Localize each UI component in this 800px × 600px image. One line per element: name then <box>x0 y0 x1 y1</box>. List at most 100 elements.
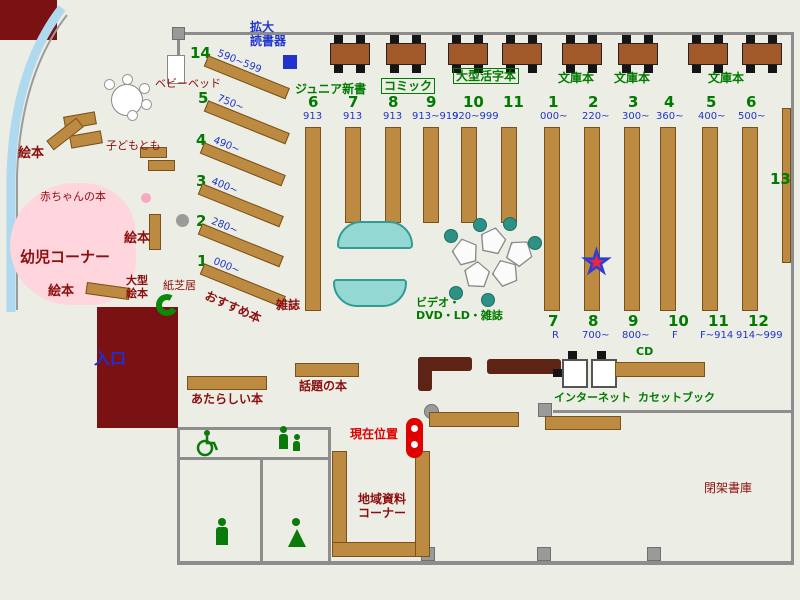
magnifier-device-icon <box>283 55 297 69</box>
pillar <box>537 547 551 561</box>
label-toddler-corner: 幼児コーナー <box>20 248 111 266</box>
cassette-shelf <box>615 362 705 377</box>
label-bunko-3: 文庫本 <box>708 71 745 85</box>
shelf-a7-number: 7 <box>348 93 359 111</box>
shelf-mid <box>429 412 519 427</box>
shelf-b8-number: 8 <box>588 312 599 330</box>
pillar <box>647 547 661 561</box>
shelf-b10-number: 10 <box>668 312 689 330</box>
label-closed-stacks: 閉架書庫 <box>704 481 753 495</box>
label-large-picture-books: 大型 絵本 <box>126 274 148 301</box>
stool <box>503 217 517 231</box>
label-junior-books: ジュニア新書 <box>295 82 367 96</box>
reading-table <box>448 35 488 73</box>
shelf-b1-number: 1 <box>548 93 559 111</box>
chair <box>553 369 562 377</box>
wall-block-entrance <box>97 307 178 428</box>
kids-step-shelf <box>140 147 167 158</box>
parent-child-icon <box>278 426 308 456</box>
shelf-b3-range: 300~ <box>622 111 650 122</box>
shelf-b1-range: 000~ <box>540 111 568 122</box>
label-picture-books-1: 絵本 <box>18 146 45 161</box>
shelf-b6-range: 500~ <box>738 111 766 122</box>
stool <box>481 293 495 307</box>
round-pillar <box>176 214 189 227</box>
new-books-shelf <box>187 376 267 390</box>
wheelchair-icon <box>196 430 219 457</box>
star-marker-icon: ★ <box>582 245 611 280</box>
stool <box>528 236 542 250</box>
label-kamishibai: 紙芝居 <box>163 279 196 292</box>
reading-table <box>688 35 728 73</box>
bookshelf-a11 <box>501 127 517 223</box>
shelf-b12-number: 12 <box>748 312 769 330</box>
chair <box>568 351 577 359</box>
label-magnifier-reader: 拡大 読書器 <box>250 20 287 49</box>
service-counter <box>487 359 561 374</box>
shelf-b8-range: 700~ <box>582 330 610 341</box>
shelf-b2-number: 2 <box>588 93 599 111</box>
toddler-corner-area <box>10 183 136 305</box>
wall-toilet-divider <box>260 457 263 564</box>
stool <box>141 99 152 110</box>
pillar <box>538 403 552 417</box>
shelf-3-number: 3 <box>196 172 207 190</box>
label-new-books: あたらしい本 <box>191 392 264 406</box>
label-picture-books-2: 絵本 <box>124 231 151 246</box>
shelf-4-number: 4 <box>196 131 207 149</box>
shelf-mid <box>545 416 621 430</box>
shelf-13-number: 13 <box>770 170 791 188</box>
internet-table <box>562 359 588 388</box>
shelf-b11-range: F~914 <box>700 330 734 341</box>
shelf-14-number: 14 <box>190 44 211 62</box>
shelf-5-number: 5 <box>198 89 209 107</box>
stool <box>139 83 150 94</box>
bookshelf-a8 <box>385 127 401 223</box>
shelf-b9-number: 9 <box>628 312 639 330</box>
av-display-table <box>463 260 490 287</box>
label-comics: コミック <box>381 78 436 95</box>
label-cd: CD <box>636 345 654 358</box>
shelf-b5-number: 5 <box>706 93 717 111</box>
shelf-b7-number: 7 <box>548 312 559 330</box>
shelf-a9-number: 9 <box>426 93 437 111</box>
browsing-seat-arc <box>333 279 407 307</box>
curved-window-wall <box>6 5 68 312</box>
shelf-a6-number: 6 <box>308 93 319 111</box>
bookshelf-b2 <box>584 127 600 311</box>
bookshelf-a9 <box>423 127 439 223</box>
mens-toilet-icon <box>214 518 230 546</box>
shelf-2-number: 2 <box>196 212 207 230</box>
label-bunko-2: 文庫本 <box>614 71 651 85</box>
shelf-b4-range: 360~ <box>656 111 684 122</box>
shelf-1-number: 1 <box>197 252 208 270</box>
shelf-b3-number: 3 <box>628 93 639 111</box>
reading-table <box>386 35 426 73</box>
wall-toilet-top <box>178 427 331 430</box>
stool <box>473 218 487 232</box>
bookshelf-b1 <box>544 127 560 311</box>
baby-bed-icon <box>167 55 185 84</box>
shelf-a8-range: 913 <box>383 111 403 122</box>
bookshelf-b3 <box>624 127 640 311</box>
label-cassette-books: カセットブック <box>638 391 715 404</box>
shelf-b2-range: 220~ <box>582 111 610 122</box>
womens-toilet-icon <box>288 518 306 547</box>
wall-closed-stacks <box>553 410 793 413</box>
shelf-b4-number: 4 <box>664 93 675 111</box>
bookshelf-b5 <box>702 127 718 311</box>
bookshelf-a6 <box>305 127 321 311</box>
label-baby-books: 赤ちゃんの本 <box>40 190 106 203</box>
shelf-a7-range: 913 <box>343 111 363 122</box>
stool <box>122 74 133 85</box>
wall-right <box>791 32 794 565</box>
label-local-corner: 地域資料 コーナー <box>357 492 406 521</box>
reading-table <box>562 35 602 73</box>
topic-books-shelf <box>295 363 359 377</box>
chair <box>597 351 606 359</box>
current-location-marker <box>406 418 423 458</box>
bookshelf-a10 <box>461 127 477 223</box>
stool <box>104 79 115 90</box>
reading-table <box>618 35 658 73</box>
